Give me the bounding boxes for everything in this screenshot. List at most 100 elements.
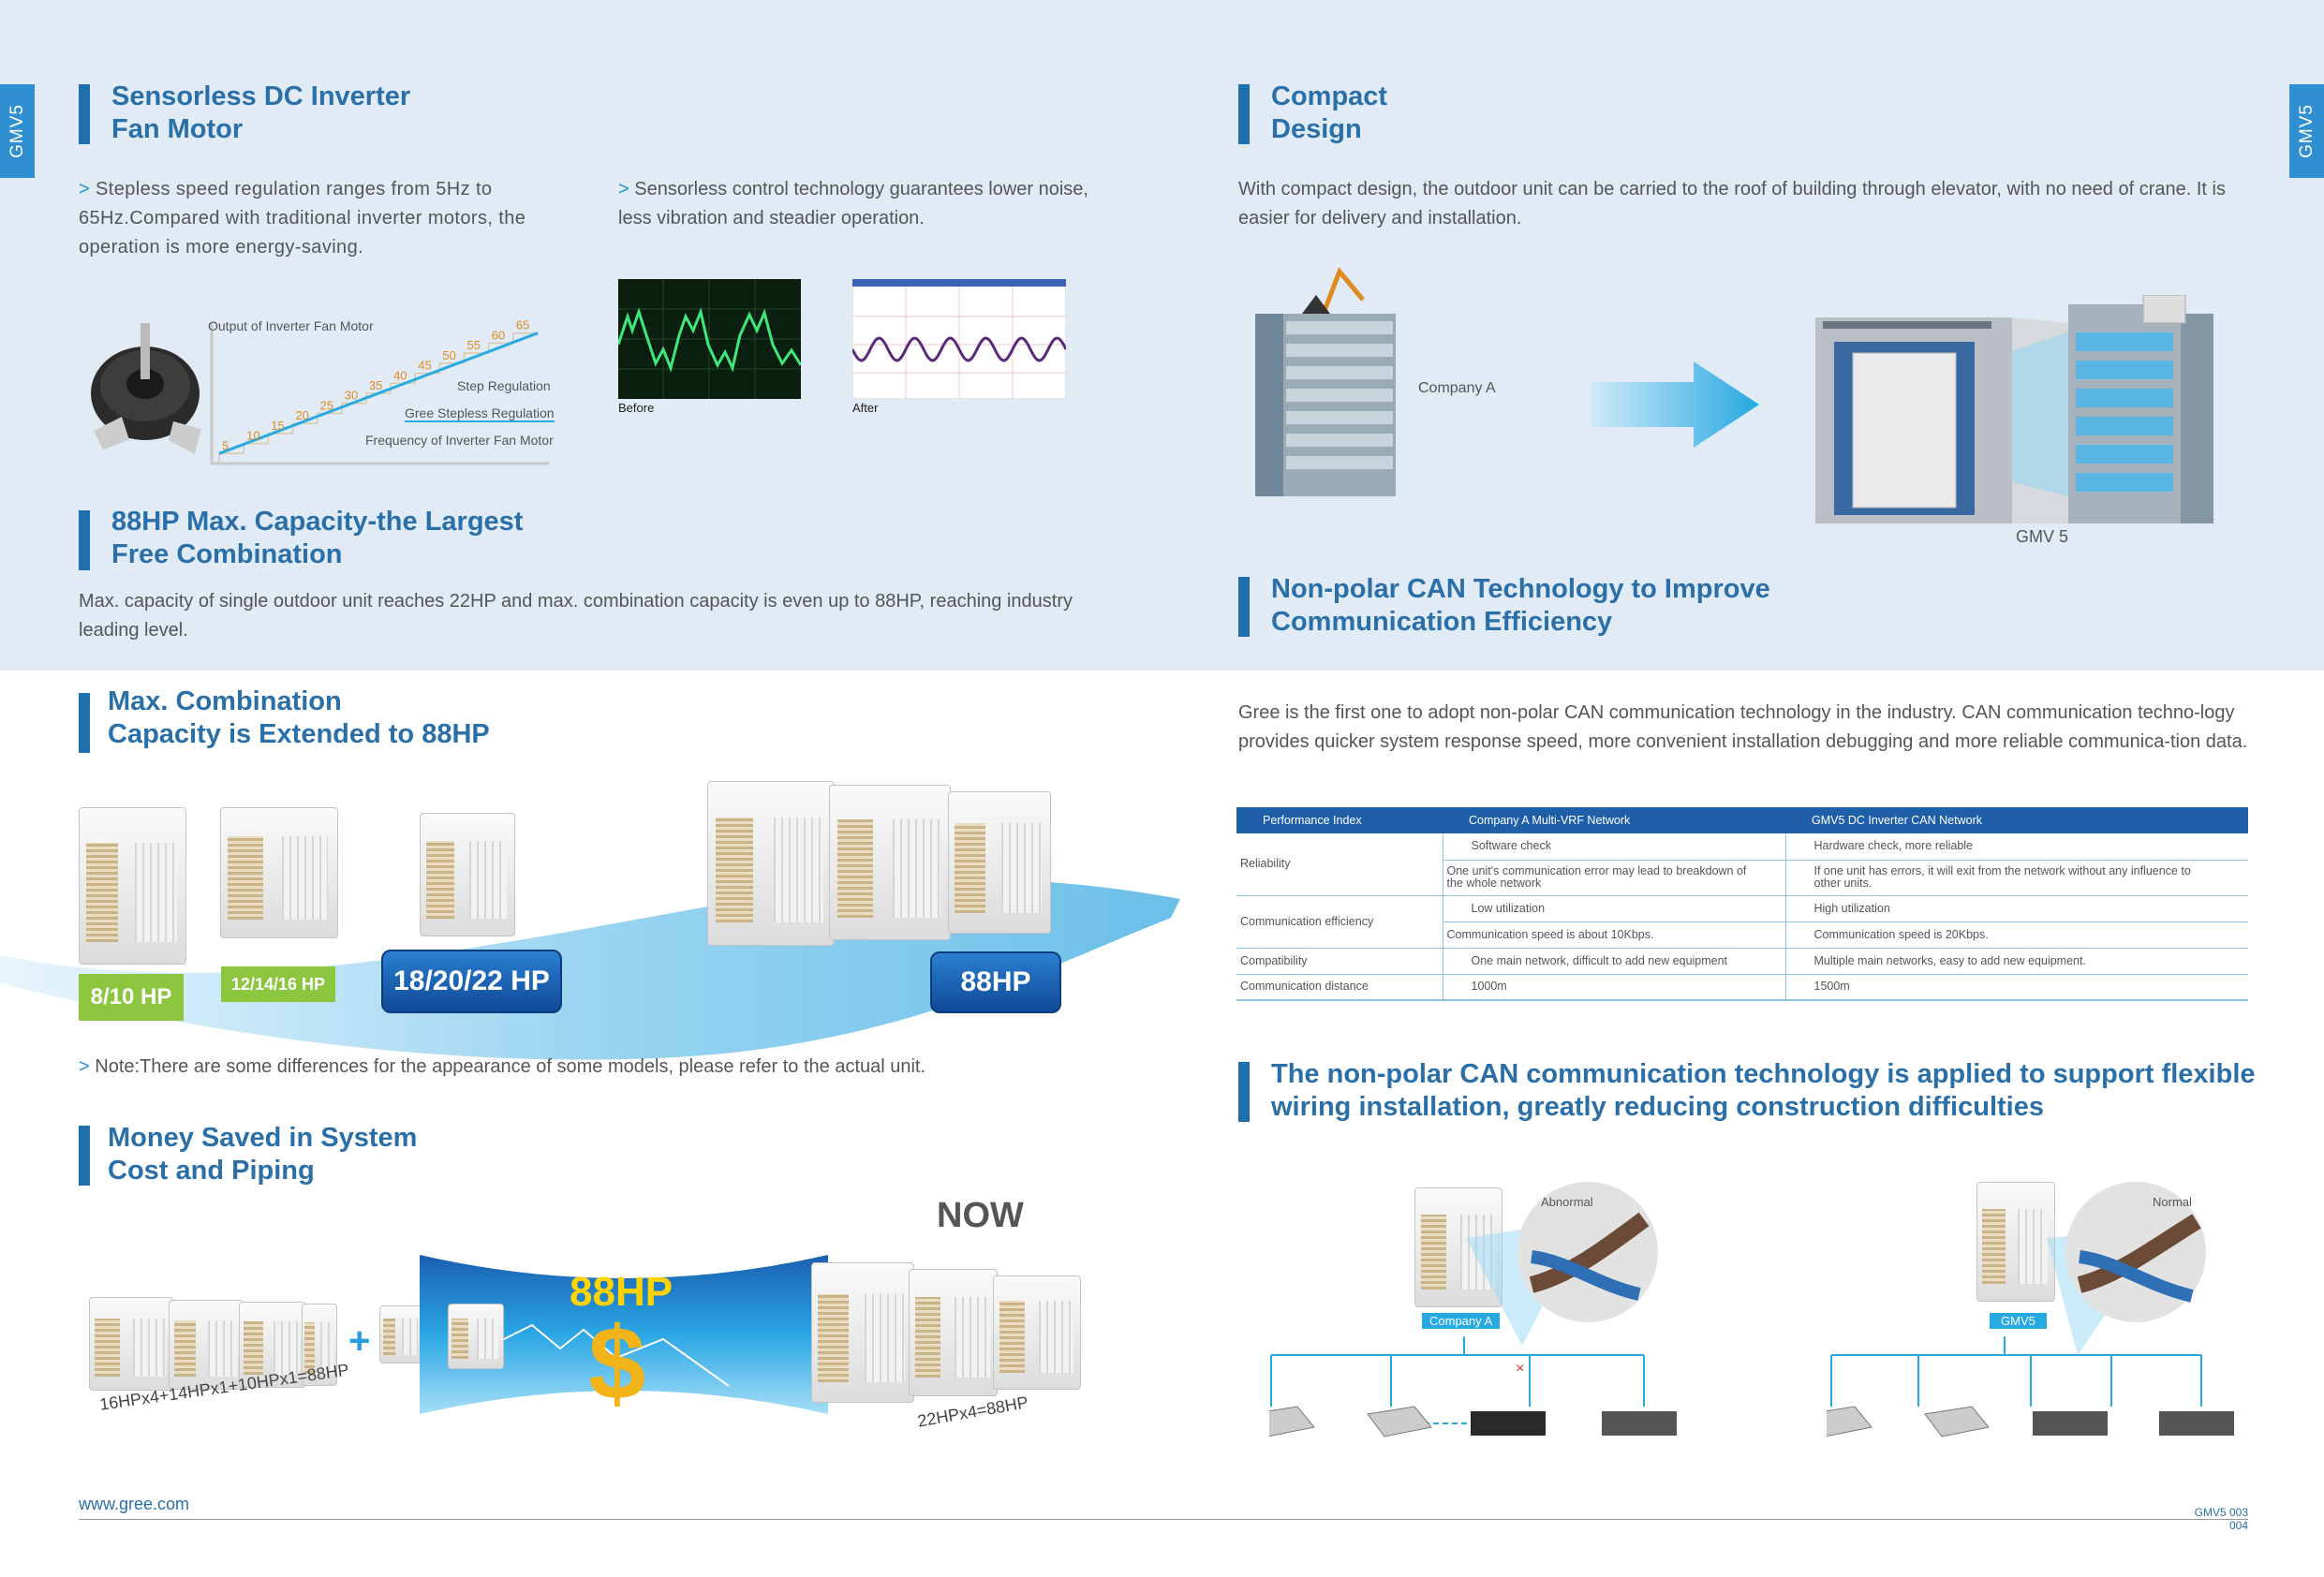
building-crane-image (1255, 267, 1396, 496)
dollar-icon: $ (588, 1306, 646, 1422)
fan-motor-bullet-2: > Sensorless control technology guarante… (618, 179, 1088, 228)
legend-step: Step Regulation (457, 378, 551, 393)
heading-bar (79, 1126, 90, 1186)
outdoor-unit-image (993, 1275, 1081, 1390)
step-value-label: 5 (222, 438, 229, 452)
now-label: NOW (937, 1196, 1024, 1235)
table-header: GMV5 DC Inverter CAN Network (1785, 807, 2248, 833)
side-tab-left: GMV5 (0, 84, 35, 178)
scope-after-label: After (852, 401, 879, 415)
outdoor-unit-image (811, 1262, 914, 1403)
hp-badge: 8/10 HP (79, 974, 184, 1021)
table-cell: Software check (1443, 833, 1786, 861)
legend-stepless: Gree Stepless Regulation (405, 405, 555, 422)
side-tab-left-label: GMV5 (7, 104, 27, 158)
wiring-diagram-abnormal (1269, 1182, 1677, 1437)
table-cell: One unit's communication error may lead … (1443, 860, 1786, 896)
table-cell: Communication speed is about 10Kbps. (1443, 921, 1786, 949)
combination-note: > Note:There are some differences for th… (79, 1056, 926, 1077)
table-row: Communication distance 1000m 1500m (1236, 974, 2248, 1001)
table-cell: 1500m (1785, 974, 2248, 1001)
table-cell: Multiple main networks, easy to add new … (1785, 948, 2248, 975)
plus-icon: + (348, 1320, 371, 1362)
chart-xlabel: Frequency of Inverter Fan Motor (365, 433, 554, 448)
compact-title: Compact Design (1271, 81, 1388, 144)
scope-before-label: Before (618, 401, 655, 415)
table-cell: Low utilization (1443, 895, 1786, 922)
company-a-label: Company A (1418, 380, 1496, 396)
step-value-label: 25 (320, 398, 333, 412)
outdoor-unit-image (379, 1305, 422, 1363)
chart-title: Output of Inverter Fan Motor (208, 318, 374, 333)
table-row: Compatibility One main network, difficul… (1236, 948, 2248, 975)
outdoor-unit-image (239, 1302, 306, 1388)
page-number-left: GMV5 003 (2194, 1506, 2248, 1519)
heading-bar (79, 510, 90, 570)
side-tab-right: GMV5 (2289, 84, 2324, 178)
table-header-row: Performance Index Company A Multi-VRF Ne… (1236, 807, 2248, 833)
page-number-right: 004 (2228, 1519, 2248, 1532)
step-value-label: 35 (369, 378, 382, 392)
heading-bar (1238, 84, 1250, 144)
performance-table: Performance Index Company A Multi-VRF Ne… (1236, 807, 2248, 1001)
can-text: Gree is the first one to adopt non-polar… (1238, 702, 2248, 752)
capacity-text: Max. capacity of single outdoor unit rea… (79, 591, 1073, 641)
scope-after-image (852, 279, 1066, 399)
wiring-diagram-normal (1827, 1182, 2234, 1437)
outdoor-unit-image (948, 791, 1051, 934)
table-cell: Communication efficiency (1236, 895, 1443, 949)
gmv5-unit-image (1976, 1182, 2055, 1302)
combination-title: Max. Combination Capacity is Extended to… (108, 686, 490, 749)
fan-motor-image (91, 323, 201, 454)
fan-motor-title: Sensorless DC Inverter Fan Motor (111, 81, 411, 144)
heading-bar (79, 84, 90, 144)
step-value-label: 40 (393, 368, 407, 382)
step-regulation-line (218, 332, 538, 464)
table-cell: High utilization (1785, 895, 2248, 922)
heading-bar (1238, 1062, 1250, 1122)
table-cell: Hardware check, more reliable (1785, 833, 2248, 861)
gmv5-label: GMV 5 (2016, 527, 2069, 546)
money-title: Money Saved in System Cost and Piping (108, 1123, 418, 1186)
step-value-label: 60 (492, 328, 505, 342)
table-cell: 1000m (1443, 974, 1786, 1001)
hp-badge: 88HP (930, 951, 1061, 1013)
outdoor-unit-image (420, 813, 515, 936)
wiring-title: The non-polar CAN communication technolo… (1271, 1059, 2256, 1122)
table-row: Reliability Software check Hardware chec… (1236, 833, 2248, 896)
step-value-label: 65 (516, 318, 529, 332)
company-a-unit-image (1414, 1187, 1502, 1307)
error-cross-icon: × (1516, 1361, 1525, 1377)
table-row: Communication speed is about 10Kbps. Com… (1236, 921, 2248, 949)
right-formula: 22HPx4=88HP (916, 1393, 1030, 1431)
fan-motor-bullet-1: > Stepless speed regulation ranges from … (79, 179, 526, 258)
company-a-tag: Company A (1422, 1313, 1501, 1329)
fan-motor-bullet-1-text: Stepless speed regulation ranges from 5H… (79, 179, 526, 258)
step-value-label: 45 (418, 359, 431, 373)
step-value-label: 10 (246, 429, 259, 443)
outdoor-unit-image (89, 1297, 173, 1391)
footer-divider (79, 1519, 2248, 1520)
step-value-label: 15 (271, 419, 284, 433)
gmv5-tag: GMV5 (1990, 1313, 2047, 1329)
elevator-building-image (1815, 295, 2213, 523)
outdoor-unit-image (829, 785, 951, 940)
side-tab-right-label: GMV5 (2296, 104, 2317, 158)
combination-note-text: Note:There are some differences for the … (95, 1056, 926, 1077)
cost-88hp-label: 88HP (570, 1269, 674, 1315)
table-cell: If one unit has errors, it will exit fro… (1785, 860, 2248, 896)
step-value-label: 30 (345, 389, 358, 403)
capacity-title: 88HP Max. Capacity-the Largest Free Comb… (111, 507, 524, 569)
table-cell: Reliability (1236, 833, 1443, 896)
outdoor-unit-image (707, 781, 835, 946)
footer-url[interactable]: www.gree.com (79, 1495, 190, 1513)
step-value-label: 55 (467, 338, 481, 352)
table-header: Company A Multi-VRF Network (1443, 807, 1785, 833)
normal-label: Normal (2153, 1195, 2192, 1209)
outdoor-unit-image (220, 807, 338, 938)
scope-before-image (618, 279, 801, 399)
hp-badge: 12/14/16 HP (221, 966, 335, 1002)
transition-arrow (1591, 361, 1759, 448)
